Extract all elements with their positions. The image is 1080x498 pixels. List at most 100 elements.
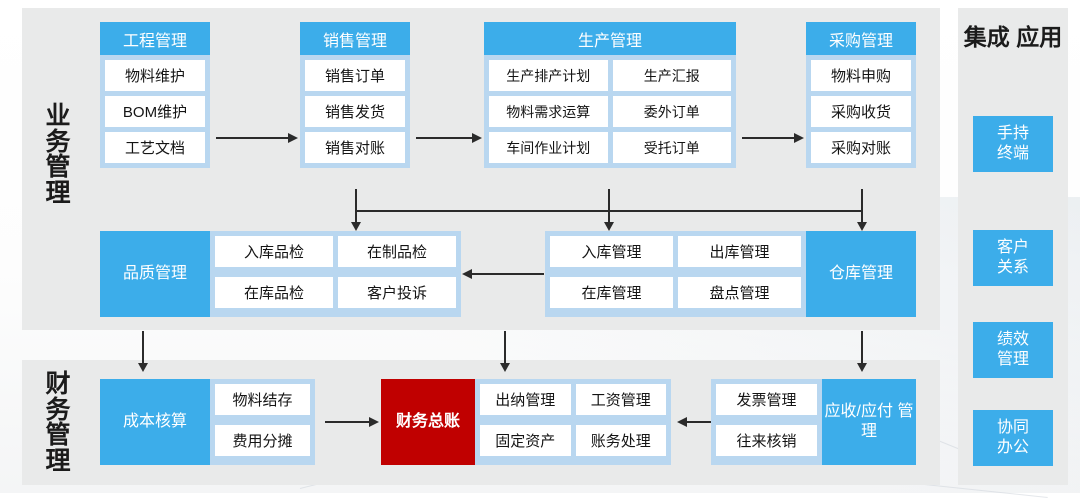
arrow-bus-to-warehouse-left — [604, 222, 614, 231]
module-quality-item-3[interactable]: 在库品检 — [215, 276, 333, 308]
finance-label-char-3: 管 — [45, 421, 71, 449]
module-purchase[interactable]: 采购管理 物料申购 采购收货 采购对账 — [806, 22, 916, 168]
sidebar-item-customer-relations-line-1: 客户 — [996, 239, 1029, 256]
connector-engineering-to-sales — [216, 137, 288, 139]
sidebar-item-collaborative-office-line-2: 办公 — [996, 439, 1029, 456]
arrow-cost-to-ledger — [369, 417, 379, 427]
module-production-item-3[interactable]: 物料需求运算 — [489, 96, 608, 127]
business-label-char-3: 管 — [45, 153, 71, 181]
module-warehouse-item-4[interactable]: 盘点管理 — [678, 276, 801, 308]
module-receivable-title: 应收/应付 管理 — [822, 379, 916, 465]
arrow-receivable-to-ledger — [677, 417, 687, 427]
bus-stub-production — [608, 189, 610, 211]
module-engineering-item-1[interactable]: 物料维护 — [105, 60, 205, 91]
module-sales-item-2[interactable]: 销售发货 — [305, 96, 405, 127]
integrated-apps-title-line-2: 应用 — [1016, 24, 1063, 50]
module-warehouse-item-2[interactable]: 出库管理 — [678, 236, 801, 267]
module-sales-item-1[interactable]: 销售订单 — [305, 60, 405, 91]
module-sales-item-3[interactable]: 销售对账 — [305, 132, 405, 163]
module-ledger-item-2[interactable]: 工资管理 — [575, 384, 666, 415]
sidebar-item-collaborative-office-line-1: 协同 — [996, 419, 1029, 436]
module-engineering[interactable]: 工程管理 物料维护 BOM维护 工艺文档 — [100, 22, 210, 168]
module-production-item-5[interactable]: 车间作业计划 — [489, 132, 608, 163]
arrow-bus-to-quality — [351, 222, 361, 231]
finance-label-char-2: 务 — [45, 395, 71, 424]
connector-receivable-to-ledger — [687, 421, 731, 423]
module-ledger[interactable]: 财务总账 出纳管理 工资管理 固定资产 账务处理 — [381, 379, 671, 465]
module-cost-item-2[interactable]: 费用分摊 — [215, 424, 310, 456]
module-production-item-1[interactable]: 生产排产计划 — [489, 60, 608, 91]
connector-warehouse-to-quality — [472, 273, 544, 275]
module-quality-item-4[interactable]: 客户投诉 — [338, 276, 456, 308]
sidebar-item-handheld-terminal-line-1: 手持 — [996, 125, 1029, 142]
module-ledger-item-4[interactable]: 账务处理 — [575, 424, 666, 456]
module-production-title: 生产管理 — [484, 22, 736, 55]
module-cost[interactable]: 成本核算 物料结存 费用分摊 — [100, 379, 315, 465]
sidebar-item-handheld-terminal[interactable]: 手持 终端 — [973, 116, 1053, 172]
business-label-char-2: 务 — [45, 127, 71, 156]
finance-label-char-4: 理 — [45, 446, 71, 475]
sidebar-item-handheld-terminal-line-2: 终端 — [996, 145, 1029, 162]
drop-production-to-ledger — [504, 331, 506, 365]
module-purchase-item-1[interactable]: 物料申购 — [811, 60, 911, 91]
module-engineering-title: 工程管理 — [100, 22, 210, 55]
business-section-label: 业 务 管 理 — [36, 102, 80, 207]
arrow-warehouse-to-receivable — [857, 363, 867, 372]
module-sales-title: 销售管理 — [300, 22, 410, 55]
drop-warehouse-to-receivable — [861, 331, 863, 365]
integrated-apps-title: 集成 应用 — [958, 24, 1068, 50]
arrow-bus-to-warehouse-right — [857, 222, 867, 231]
finance-section-label: 财 务 管 理 — [36, 370, 80, 475]
sidebar-item-customer-relations-line-2: 关系 — [996, 259, 1029, 276]
drop-quality-to-cost — [142, 331, 144, 365]
business-label-char-4: 理 — [45, 178, 71, 207]
module-warehouse[interactable]: 入库管理 出库管理 在库管理 盘点管理 仓库管理 — [545, 231, 916, 317]
module-quality[interactable]: 品质管理 入库品检 在制品检 在库品检 客户投诉 — [100, 231, 461, 317]
module-purchase-title: 采购管理 — [806, 22, 916, 55]
module-sales[interactable]: 销售管理 销售订单 销售发货 销售对账 — [300, 22, 410, 168]
module-receivable-title-line-1: 应收/应付 — [824, 403, 893, 420]
finance-label-char-1: 财 — [45, 370, 71, 398]
bus-drop-warehouse-right — [861, 210, 863, 224]
module-purchase-item-2[interactable]: 采购收货 — [811, 96, 911, 127]
arrow-engineering-to-sales — [288, 133, 298, 143]
module-production-item-4[interactable]: 委外订单 — [612, 96, 731, 127]
arrow-warehouse-to-quality — [462, 269, 472, 279]
bus-stub-purchase — [861, 189, 863, 211]
sidebar-item-performance-management-line-2: 管理 — [996, 351, 1029, 368]
integrated-apps-title-line-1: 集成 — [963, 24, 1010, 50]
module-production-item-6[interactable]: 受托订单 — [612, 132, 731, 163]
module-engineering-item-3[interactable]: 工艺文档 — [105, 132, 205, 163]
arrow-quality-to-cost — [138, 363, 148, 372]
module-purchase-item-3[interactable]: 采购对账 — [811, 132, 911, 163]
module-warehouse-item-3[interactable]: 在库管理 — [550, 276, 673, 308]
business-label-char-1: 业 — [45, 102, 71, 130]
module-warehouse-title: 仓库管理 — [806, 231, 916, 317]
module-production[interactable]: 生产管理 生产排产计划 生产汇报 物料需求运算 委外订单 车间作业计划 受托订单 — [484, 22, 736, 168]
connector-sales-to-production — [416, 137, 472, 139]
module-receivable-title-line-2: 管理 — [860, 403, 914, 440]
module-ledger-item-1[interactable]: 出纳管理 — [480, 384, 571, 415]
module-receivable-item-2[interactable]: 往来核销 — [716, 424, 817, 456]
sidebar-item-customer-relations[interactable]: 客户 关系 — [973, 230, 1053, 286]
module-cost-title: 成本核算 — [100, 379, 210, 465]
module-ledger-title: 财务总账 — [381, 379, 475, 465]
module-quality-item-1[interactable]: 入库品检 — [215, 236, 333, 267]
module-receivable[interactable]: 发票管理 往来核销 应收/应付 管理 — [711, 379, 916, 465]
module-quality-item-2[interactable]: 在制品检 — [338, 236, 456, 267]
module-production-item-2[interactable]: 生产汇报 — [612, 60, 731, 91]
sidebar-item-performance-management-line-1: 绩效 — [996, 331, 1029, 348]
sidebar-item-collaborative-office[interactable]: 协同 办公 — [973, 410, 1053, 466]
module-cost-item-1[interactable]: 物料结存 — [215, 384, 310, 415]
arrow-production-to-purchase — [794, 133, 804, 143]
arrow-production-to-ledger — [500, 363, 510, 372]
module-quality-title: 品质管理 — [100, 231, 210, 317]
arrow-sales-to-production — [472, 133, 482, 143]
module-engineering-item-2[interactable]: BOM维护 — [105, 96, 205, 127]
module-receivable-item-1[interactable]: 发票管理 — [716, 384, 817, 415]
module-ledger-item-3[interactable]: 固定资产 — [480, 424, 571, 456]
module-warehouse-item-1[interactable]: 入库管理 — [550, 236, 673, 267]
bus-stub-sales — [355, 189, 357, 211]
sidebar-item-performance-management[interactable]: 绩效 管理 — [973, 322, 1053, 378]
